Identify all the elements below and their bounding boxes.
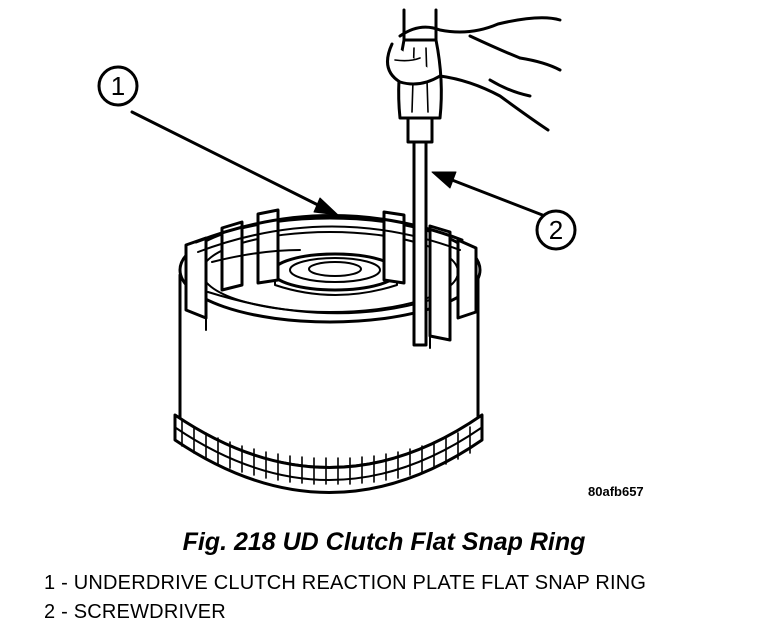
callout-2-arrow [431, 171, 547, 218]
callout-2-number: 2 [549, 215, 563, 245]
legend-separator: - [61, 601, 68, 623]
legend-number: 1 [44, 572, 56, 594]
snap-ring-illustration: 1 2 [97, 8, 577, 494]
image-code: 80afb657 [588, 484, 644, 499]
legend-number: 2 [44, 601, 56, 623]
legend-separator: - [61, 572, 68, 594]
callout-1-circle [97, 65, 139, 107]
legend-text: UNDERDRIVE CLUTCH REACTION PLATE FLAT SN… [73, 572, 647, 594]
hand [386, 16, 562, 132]
clutch-housing-drum [173, 208, 484, 494]
callout-1-number: 1 [111, 71, 125, 101]
legend-item-1: 1 - UNDERDRIVE CLUTCH REACTION PLATE FLA… [44, 572, 646, 595]
legend-item-2: 2 - SCREWDRIVER [44, 601, 226, 624]
callout-1-arrow [130, 110, 339, 216]
figure-caption: Fig. 218 UD Clutch Flat Snap Ring [182, 528, 586, 556]
callout-2-circle [535, 209, 577, 251]
legend-text: SCREWDRIVER [73, 601, 226, 623]
